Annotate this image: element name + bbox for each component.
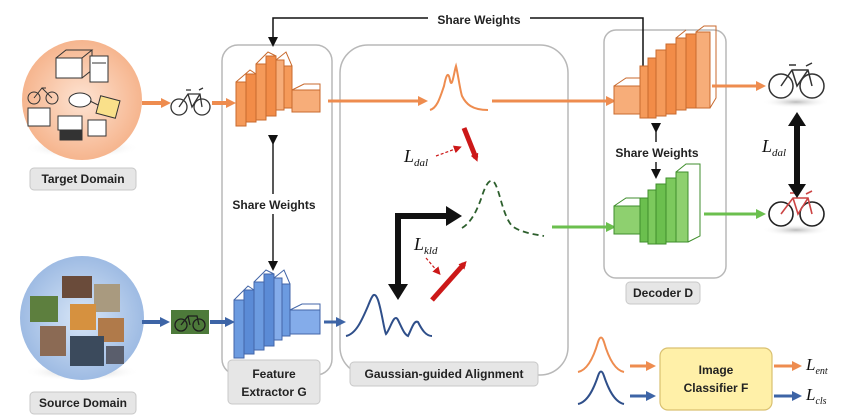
feature-extractor-label-1: Feature — [252, 367, 296, 381]
target-domain-cluster: Target Domain — [22, 40, 142, 191]
share-weights-top-bg — [428, 10, 530, 28]
loss-dal-2-arrowhead-up — [788, 112, 806, 126]
decoder-target-block — [613, 25, 717, 119]
share-weights-right-label: Share Weights — [615, 146, 698, 160]
loss-dal-1-dashed — [435, 145, 462, 157]
loss-ent: Lent — [805, 355, 828, 377]
feature-extractor-target — [235, 51, 321, 127]
source-domain-label: Source Domain — [39, 396, 127, 410]
classifier-source-curve — [577, 370, 625, 405]
reconstructed-target-bike — [768, 62, 825, 99]
feature-extractor-source — [233, 269, 321, 359]
decoder-label: Decoder D — [633, 286, 693, 300]
classifier-target-curve — [577, 336, 625, 373]
loss-kld: Lkld — [413, 234, 438, 257]
share-weights-mid-bg — [224, 194, 324, 214]
share-weights-top-label: Share Weights — [437, 13, 520, 27]
image-classifier-label-2: Classifier F — [684, 381, 749, 395]
image-classifier-box — [659, 347, 773, 411]
source-domain-cluster: Source Domain — [20, 256, 144, 415]
alignment-box — [339, 44, 569, 376]
source-distribution-curve — [345, 293, 433, 338]
black-elbow-arrow — [395, 213, 446, 292]
loss-dal-2-arrowhead-down — [788, 184, 806, 198]
loss-dal-1: Ldal — [403, 146, 428, 169]
reconstructed-source-bike — [768, 190, 825, 227]
gaussian-alignment-label: Gaussian-guided Alignment — [365, 367, 524, 381]
loss-kld-red-arrow — [430, 261, 467, 302]
black-elbow-arrowhead-up — [446, 206, 462, 226]
target-bike-sketch — [170, 87, 211, 116]
share-weights-mid-label: Share Weights — [232, 198, 315, 212]
target-domain-label: Target Domain — [41, 172, 124, 186]
loss-kld-dashed — [425, 257, 441, 276]
image-classifier-label-1: Image — [699, 363, 734, 377]
loss-dal-1-red-arrow — [461, 127, 479, 162]
decoder-source-block — [613, 163, 701, 245]
loss-dal-2: Ldal — [761, 136, 786, 159]
loss-cls: Lcls — [805, 385, 827, 407]
source-bike-photo — [171, 310, 209, 334]
black-elbow-arrowhead-down — [388, 284, 408, 300]
feature-extractor-label-2: Extractor G — [241, 385, 306, 399]
target-distribution-curve — [429, 62, 489, 111]
